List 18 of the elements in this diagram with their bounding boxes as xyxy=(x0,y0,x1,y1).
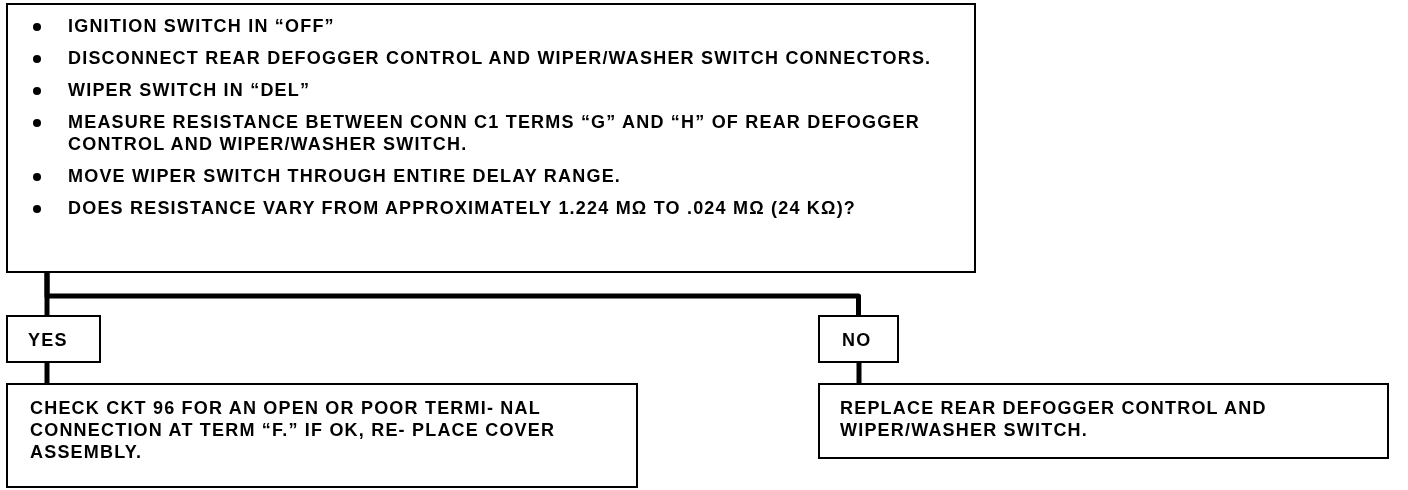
bullet-item: DOES RESISTANCE VARY FROM APPROXIMATELY 1.224 MΩ TO .024 MΩ (24 KΩ)? xyxy=(68,198,857,218)
bullet-item: DISCONNECT REAR DEFOGGER CONTROL AND WIPER/WASHER SWITCH CONNECTORS. xyxy=(68,48,932,68)
instruction-box xyxy=(6,3,976,273)
connector-line xyxy=(44,273,861,315)
decision-box xyxy=(6,315,101,363)
bullet-item: IGNITION SWITCH IN “OFF” xyxy=(68,16,335,36)
connector-line xyxy=(856,363,862,383)
box-text: CHECK CKT 96 FOR AN OPEN OR POOR TERMI- NAL CONNECTION AT TERM “F.” IF OK, RE- PLACE COVER ASSEMBLY. xyxy=(30,397,557,463)
action-box xyxy=(6,383,638,488)
box-text: NO xyxy=(842,329,873,351)
decision-box xyxy=(818,315,899,363)
box-text: REPLACE REAR DEFOGGER CONTROL AND WIPER/WASHER SWITCH. xyxy=(840,397,1268,441)
bullet-item: WIPER SWITCH IN “DEL” xyxy=(68,80,311,100)
action-box xyxy=(818,383,1389,459)
bullet-item: MOVE WIPER SWITCH THROUGH ENTIRE DELAY RANGE. xyxy=(68,166,622,186)
box-text: YES xyxy=(28,329,69,351)
connector-line xyxy=(44,363,50,383)
bullet-item: MEASURE RESISTANCE BETWEEN CONN C1 TERMS “G” AND “H” OF REAR DEFOGGER CONTROL AND WIPER/WASHER SWITCH. xyxy=(68,112,920,154)
